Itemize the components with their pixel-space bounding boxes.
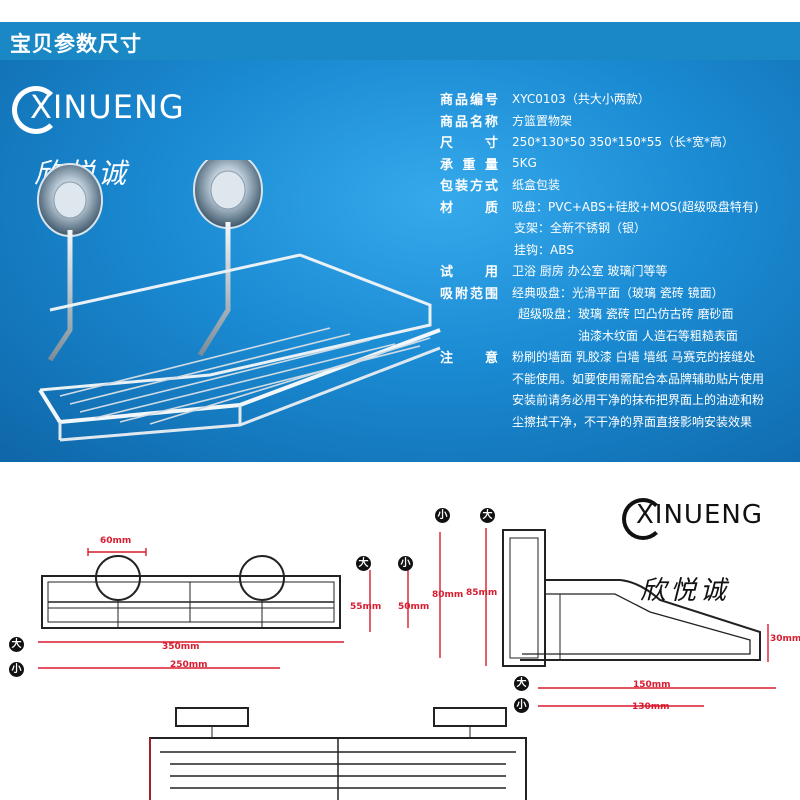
spec-label: 包装方式: [440, 179, 498, 195]
dim-label-350: 350mm: [162, 642, 200, 652]
dim-label-130: 130mm: [632, 702, 670, 712]
spec-row: 挂钩：ABS: [440, 239, 764, 261]
spec-row: 尺寸 250*130*50 350*150*55（长*宽*高）: [440, 131, 764, 153]
dimension-drawing: [38, 528, 776, 800]
spec-value: 不能使用。如要使用需配合本品牌辅助贴片使用: [512, 371, 765, 386]
badge-large: 大: [480, 508, 495, 523]
spec-value: 5KG: [512, 156, 537, 171]
spec-label: 吸附范围: [440, 286, 498, 302]
spec-row: 商品名称方篮置物架: [440, 110, 764, 132]
spec-value: XYC0103（共大小两款）: [512, 92, 650, 107]
brand-name: XINUENG: [30, 88, 185, 126]
spec-value: 挂钩：ABS: [514, 242, 574, 257]
dim-label-50: 50mm: [398, 602, 430, 612]
spec-label: 商品编号: [440, 93, 498, 109]
badge-small: 小: [9, 662, 24, 677]
spec-row: 支架：全新不锈钢（银）: [440, 217, 764, 239]
spec-value: 安装前请务必用干净的抹布把界面上的油迹和粉: [512, 393, 765, 408]
badge-small: 小: [398, 556, 413, 571]
section-title: 宝贝参数尺寸: [10, 32, 142, 56]
spec-row: 商品编号 XYC0103（共大小两款）: [440, 88, 764, 110]
spec-label: 商品名称: [440, 114, 498, 130]
spec-row: 吸附范围经典吸盘：光滑平面（玻璃 瓷砖 镜面）: [440, 282, 764, 304]
brand-cn-name: 欣悦诚: [640, 576, 731, 606]
spec-row: 安装前请务必用干净的抹布把界面上的油迹和粉: [440, 389, 764, 411]
product-photo: [37, 160, 441, 442]
spec-value: 尘擦拭干净，不干净的界面直接影响安装效果: [512, 414, 753, 429]
badge-small: 小: [514, 698, 529, 713]
badge-large: 大: [9, 637, 24, 652]
spec-value: 卫浴 厨房 办公室 玻璃门等等: [512, 264, 668, 279]
spec-value: 吸盘：PVC+ABS+硅胶+MOS(超级吸盘特有): [512, 199, 759, 214]
dim-label-150: 150mm: [633, 680, 671, 690]
spec-value: 经典吸盘：光滑平面（玻璃 瓷砖 镜面）: [512, 285, 724, 300]
spec-label: 材质: [440, 200, 498, 216]
spec-row: 材质吸盘：PVC+ABS+硅胶+MOS(超级吸盘特有): [440, 196, 764, 218]
badge-large: 大: [514, 676, 529, 691]
brand-logo-icon: [12, 86, 60, 134]
brand-logo-icon: [622, 498, 664, 540]
spec-row: 注意粉刷的墙面 乳胶漆 白墙 墙纸 马赛克的接缝处: [440, 346, 764, 368]
spec-row: 油漆木纹面 人造石等粗糙表面: [440, 325, 764, 347]
brand-name: XINUENG: [636, 500, 763, 530]
spec-row: 包装方式纸盒包装: [440, 174, 764, 196]
spec-value: 粉刷的墙面 乳胶漆 白墙 墙纸 马赛克的接缝处: [512, 350, 756, 365]
badge-large: 大: [356, 556, 371, 571]
section-header: 宝贝参数尺寸: [0, 22, 800, 60]
spec-row: 不能使用。如要使用需配合本品牌辅助贴片使用: [440, 368, 764, 390]
spec-row: 尘擦拭干净，不干净的界面直接影响安装效果: [440, 411, 764, 433]
dim-label-30: 30mm: [770, 634, 800, 644]
spec-value: 超级吸盘：玻璃 瓷砖 凹凸仿古砖 磨砂面: [518, 307, 734, 322]
spec-value: 250*130*50 350*150*55（长*宽*高）: [512, 135, 734, 150]
dim-label-55: 55mm: [350, 602, 382, 612]
dimension-diagram: 60mm 350mm 250mm 55mm 50mm 80mm 85mm 150…: [0, 462, 800, 800]
dim-label-60: 60mm: [100, 536, 132, 546]
spec-value: 油漆木纹面 人造石等粗糙表面: [578, 328, 738, 343]
badge-small: 小: [435, 508, 450, 523]
spec-row: 承重量 5KG: [440, 153, 764, 175]
dim-label-250: 250mm: [170, 660, 208, 670]
dim-label-80: 80mm: [432, 590, 464, 600]
spec-label: 承重量: [440, 157, 498, 173]
spec-value: 支架：全新不锈钢（银）: [514, 221, 647, 236]
spec-row: 试用卫浴 厨房 办公室 玻璃门等等: [440, 260, 764, 282]
spec-label: 尺寸: [440, 136, 498, 152]
spec-row: 超级吸盘：玻璃 瓷砖 凹凸仿古砖 磨砂面: [440, 303, 764, 325]
spec-value: 方篮置物架: [512, 113, 573, 128]
hero-panel: XINUENG 欣悦诚: [0, 60, 800, 462]
spec-label: 试用: [440, 265, 498, 281]
spec-label: 注意: [440, 351, 498, 367]
dim-label-85: 85mm: [466, 588, 498, 598]
spec-value: 纸盒包装: [512, 178, 561, 193]
